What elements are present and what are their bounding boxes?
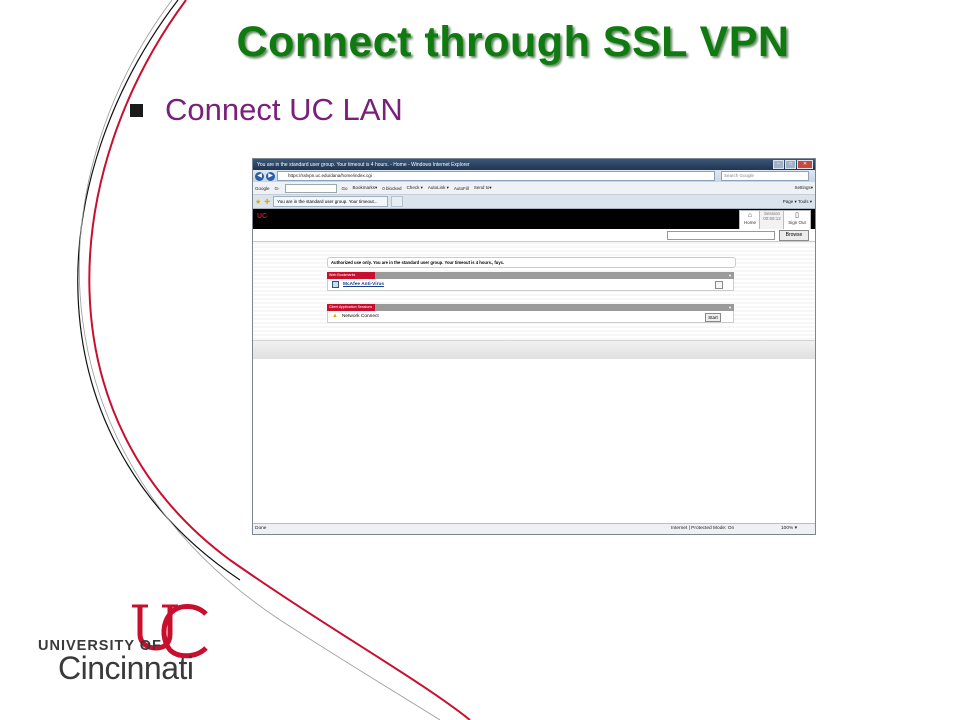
popup-blocked-button[interactable]: 0 blocked xyxy=(382,185,402,191)
uc-small-logo: UC xyxy=(257,213,268,220)
address-row: ◀ ▶ https://sslvpn.uc.edu/dana/home/inde… xyxy=(253,170,815,182)
security-zone[interactable]: Internet | Protected Mode: On xyxy=(671,526,735,531)
session-label: Session xyxy=(763,211,780,216)
page-footer-band xyxy=(253,340,815,359)
home-icon: ⌂ xyxy=(747,212,753,219)
network-connect-row: ▲ Network Connect Start xyxy=(327,311,734,323)
maximize-button[interactable]: □ xyxy=(785,160,796,169)
close-button[interactable]: ✕ xyxy=(797,160,813,169)
sendto-button[interactable]: Send to▾ xyxy=(473,185,492,190)
browser-window: You are in the standard user group. Your… xyxy=(252,158,816,535)
uc-mark-icon: UC xyxy=(257,213,268,220)
warning-icon: ▲ xyxy=(332,313,338,319)
home-label: Home xyxy=(743,220,756,225)
autolink-button[interactable]: AutoLink ▾ xyxy=(427,185,449,190)
address-bar[interactable]: https://sslvpn.uc.edu/dana/home/index.cg… xyxy=(277,171,715,181)
google-menu[interactable]: G- xyxy=(274,185,280,191)
back-arrow-icon[interactable]: ◀ xyxy=(255,171,264,181)
mcafee-link[interactable]: McAfee Anti-Virus xyxy=(343,282,385,287)
status-bar: Done Internet | Protected Mode: On 100% … xyxy=(253,523,815,534)
check-button[interactable]: Check ▾ xyxy=(406,185,423,190)
add-favorites-icon[interactable]: ✚ xyxy=(264,198,271,206)
google-search-input[interactable] xyxy=(284,183,337,193)
bullet-text: Connect UC LAN xyxy=(165,92,403,127)
page-icon xyxy=(332,281,339,288)
browse-row: Browse xyxy=(253,229,815,242)
settings-button[interactable]: Settings▾ xyxy=(794,185,813,190)
client-sessions-header: Client Application Sessions ▼ xyxy=(327,304,734,311)
window-titlebar: You are in the standard user group. Your… xyxy=(253,159,815,170)
minimize-button[interactable]: – xyxy=(773,160,784,169)
command-bar[interactable]: Page ▾ Tools ▾ xyxy=(782,198,812,204)
uc-logo-mark xyxy=(132,604,208,659)
google-logo: Google xyxy=(255,185,270,191)
new-tab-button[interactable] xyxy=(391,196,404,207)
web-bookmarks-label: Web Bookmarks xyxy=(327,272,375,279)
uc-logo-cincinnati: Cincinnati xyxy=(58,650,194,686)
page-blank-area xyxy=(253,359,815,511)
vpn-content: Authorized use only. You are in the stan… xyxy=(253,242,815,340)
window-controls: – □ ✕ xyxy=(773,160,813,169)
status-text: Done xyxy=(255,526,267,531)
tab-row: ★ ✚ You are in the standard user group. … xyxy=(253,195,815,209)
slide-title: Connect through SSL VPN xyxy=(236,18,790,66)
search-input[interactable]: Search Google xyxy=(721,171,809,181)
collapse-arrow-icon[interactable]: ▼ xyxy=(728,273,732,278)
door-icon: ▯ xyxy=(795,212,799,219)
window-title: You are in the standard user group. Your… xyxy=(257,161,470,168)
autofill-button[interactable]: AutoFill xyxy=(453,185,469,191)
web-bookmarks-header: Web Bookmarks ▼ xyxy=(327,272,734,279)
uc-logo-univ: UNIVERSITY OF xyxy=(38,638,162,654)
google-toolbar: Google G- Go Bookmarks▾ 0 blocked Check … xyxy=(253,182,815,195)
open-window-icon[interactable] xyxy=(715,281,723,289)
collapse-arrow-icon[interactable]: ▼ xyxy=(728,305,732,310)
bookmarks-button[interactable]: Bookmarks▾ xyxy=(352,185,378,190)
web-bookmarks-panel: Web Bookmarks ▼ McAfee Anti-Virus xyxy=(327,272,734,291)
tab-active[interactable]: You are in the standard user group. Your… xyxy=(273,196,389,207)
client-sessions-label: Client Application Sessions xyxy=(327,304,375,311)
bullet-item: Connect UC LAN xyxy=(130,92,403,128)
notice-banner: Authorized use only. You are in the stan… xyxy=(327,257,736,268)
vpn-header: UC ⌂ Home Session 00:59:12 ▯ Sign Out xyxy=(253,209,815,230)
session-time: 00:59:12 xyxy=(763,216,781,221)
favorites-star-icon[interactable]: ★ xyxy=(255,198,262,206)
sign-out-button[interactable]: ▯ Sign Out xyxy=(783,210,811,230)
home-button[interactable]: ⌂ Home xyxy=(739,210,761,230)
go-button[interactable]: Go xyxy=(341,185,348,191)
bullet-square-icon xyxy=(130,103,143,117)
client-sessions-panel: Client Application Sessions ▼ ▲ Network … xyxy=(327,304,734,323)
browse-input[interactable] xyxy=(667,231,775,240)
network-connect-label: Network Connect xyxy=(341,314,379,319)
session-indicator: Session 00:59:12 xyxy=(759,210,785,230)
browse-button[interactable]: Browse xyxy=(779,230,809,241)
sign-out-label: Sign Out xyxy=(788,220,806,225)
zoom-level[interactable]: 100% ▾ xyxy=(781,526,798,531)
bookmark-row: McAfee Anti-Virus xyxy=(327,279,734,291)
forward-arrow-icon[interactable]: ▶ xyxy=(266,171,275,181)
start-button[interactable]: Start xyxy=(705,313,721,322)
